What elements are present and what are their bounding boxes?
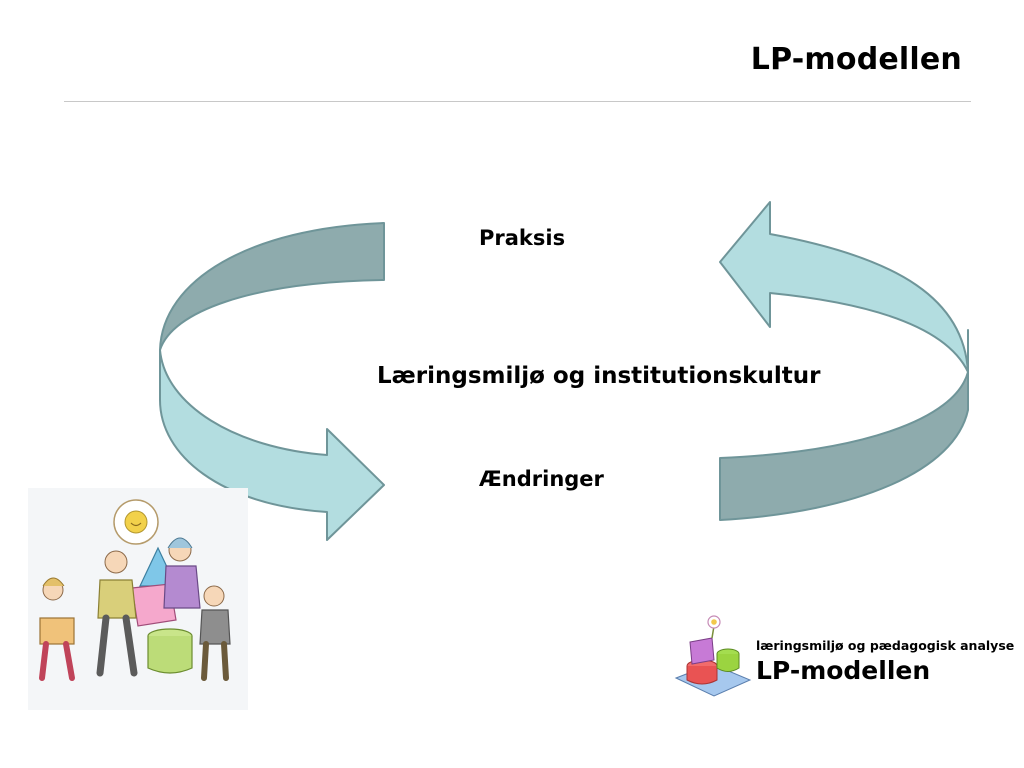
title-divider — [64, 101, 971, 102]
lp-model-logo: læringsmiljø og pædagogisk analyse LP-mo… — [672, 608, 1014, 704]
diagram-label-practice: Praksis — [479, 226, 566, 250]
logo-blocks-icon — [674, 615, 752, 697]
logo-name: LP-modellen — [756, 656, 931, 685]
left-arrow-upper-band — [159, 222, 385, 351]
left-arrow-head — [159, 349, 385, 541]
children-illustration — [28, 488, 248, 710]
right-arrow-lower-band — [719, 329, 969, 521]
logo-tagline: læringsmiljø og pædagogisk analyse — [756, 638, 1015, 653]
diagram-label-changes: Ændringer — [479, 467, 604, 491]
sun-flower-icon — [113, 499, 159, 545]
slide-title: LP-modellen — [750, 42, 962, 77]
right-arrow-head — [719, 201, 969, 373]
diagram-label-center: Læringsmiljø og institutionskultur — [377, 363, 821, 389]
